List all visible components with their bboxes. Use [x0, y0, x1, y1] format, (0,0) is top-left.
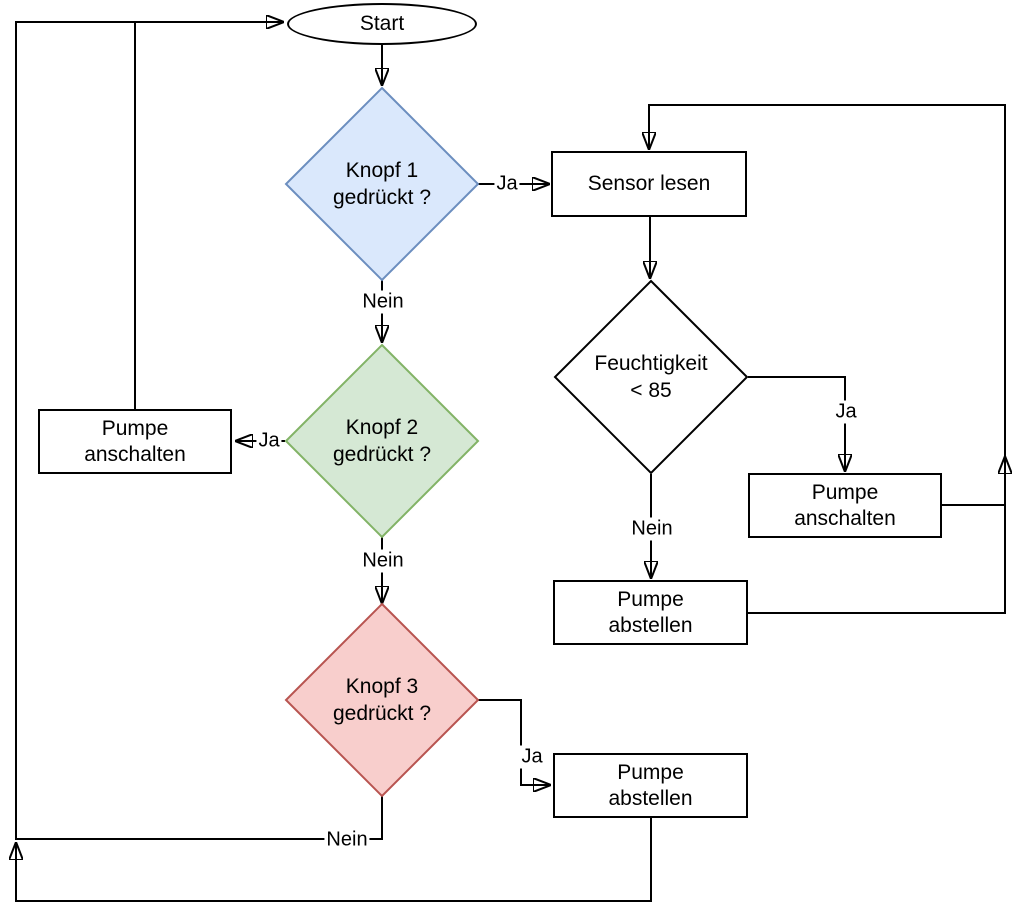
process-sensor-lesen: Sensor lesen — [551, 151, 747, 217]
decision-knopf2-shape — [284, 343, 480, 539]
edge-label-knopf2-ja: Ja — [256, 429, 282, 453]
decision-feuchtigkeit: Feuchtigkeit < 85 — [553, 279, 749, 475]
edge-knopf3-nein-to-start-loop — [15, 22, 383, 840]
edge-pumpe-anschalten-right-return — [942, 458, 1005, 506]
decision-knopf3-label: Knopf 3 gedrückt ? — [332, 675, 432, 725]
decision-knopf3-shape — [284, 602, 480, 798]
process-pumpe-abstellen-mid: Pumpe abstellen — [553, 580, 748, 645]
edge-label-knopf3-ja: Ja — [519, 745, 545, 769]
process-sensor-lesen-label: Sensor lesen — [587, 172, 711, 195]
edge-feuchtigkeit-ja-to-pumpe-anschalten — [748, 376, 845, 470]
start-node: Start — [287, 3, 477, 45]
decision-knopf2: Knopf 2 gedrückt ? — [284, 343, 480, 539]
decision-knopf2-label: Knopf 2 gedrückt ? — [332, 416, 432, 466]
decision-knopf1-shape — [284, 86, 480, 282]
process-pumpe-anschalten-left-label: Pumpe anschalten — [84, 416, 186, 466]
decision-knopf1: Knopf 1 gedrückt ? — [284, 86, 480, 282]
edge-pumpe-abstellen-mid-to-sensor-loop — [649, 104, 1006, 614]
edge-label-knopf1-ja: Ja — [494, 172, 520, 196]
decision-feuchtigkeit-shape — [553, 279, 749, 475]
edge-label-knopf1-nein: Nein — [360, 290, 406, 314]
decision-knopf1-label: Knopf 1 gedrückt ? — [332, 159, 432, 209]
edge-label-knopf2-nein: Nein — [360, 549, 406, 573]
process-pumpe-abstellen-bottom: Pumpe abstellen — [553, 753, 748, 818]
edge-knopf3-ja-to-pumpe-abstellen-bottom — [478, 699, 549, 785]
edge-label-knopf3-nein: Nein — [324, 828, 370, 852]
edge-label-feuchtigkeit-ja: Ja — [833, 400, 859, 424]
process-pumpe-anschalten-right: Pumpe anschalten — [748, 473, 942, 538]
start-label: Start — [359, 12, 405, 35]
process-pumpe-anschalten-left: Pumpe anschalten — [38, 409, 232, 474]
decision-feuchtigkeit-label: Feuchtigkeit < 85 — [594, 352, 708, 402]
process-pumpe-abstellen-bottom-label: Pumpe abstellen — [608, 760, 693, 810]
edge-label-feuchtigkeit-nein: Nein — [629, 517, 675, 541]
process-pumpe-anschalten-right-label: Pumpe anschalten — [794, 480, 896, 530]
decision-knopf3: Knopf 3 gedrückt ? — [284, 602, 480, 798]
process-pumpe-abstellen-mid-label: Pumpe abstellen — [608, 587, 693, 637]
edge-pumpe-abstellen-bottom-loop — [16, 818, 652, 902]
